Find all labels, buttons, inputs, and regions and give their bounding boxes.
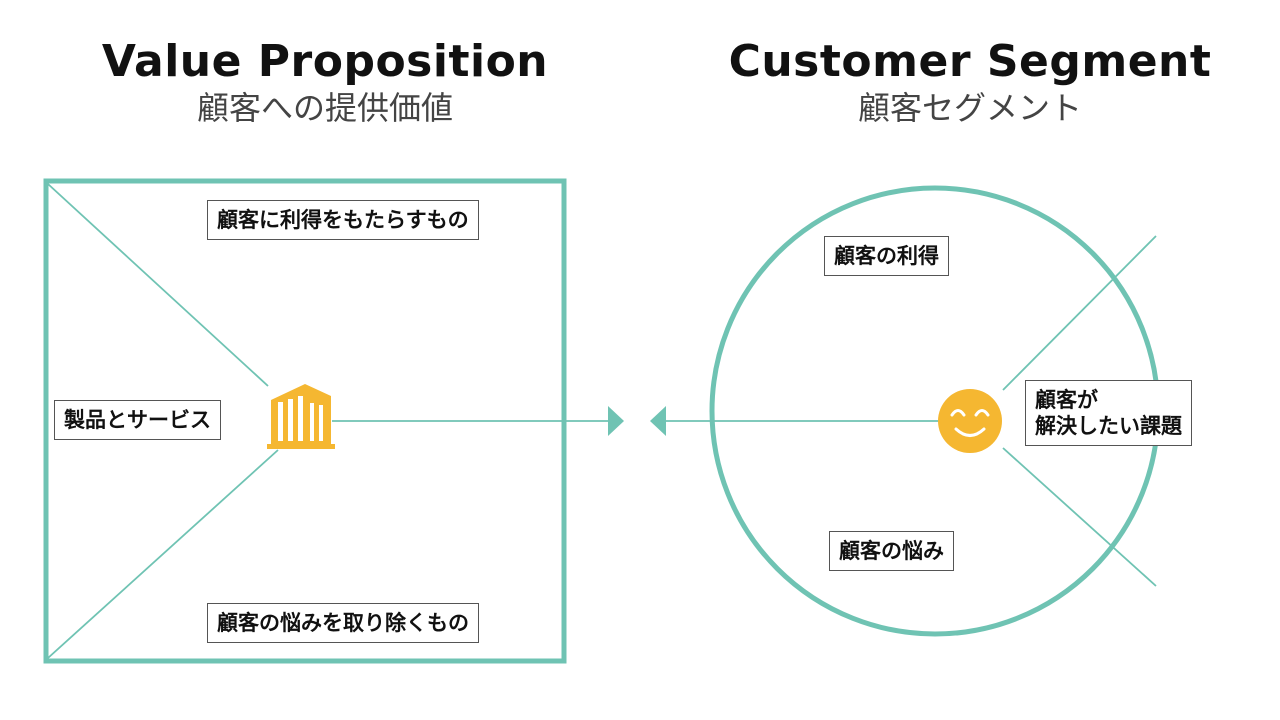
customer-segment-heading: Customer Segment 顧客セグメント [690, 36, 1250, 128]
customer-pains-label: 顧客の悩み [829, 531, 954, 571]
arrow-left-icon [650, 406, 666, 436]
customer-jobs-label: 顧客が 解決したい課題 [1025, 380, 1192, 446]
customer-gains-label: 顧客の利得 [824, 236, 949, 276]
building-icon [267, 384, 335, 449]
pain-relievers-label: 顧客の悩みを取り除くもの [207, 603, 479, 643]
customer-segment-title: Customer Segment [728, 36, 1212, 87]
value-proposition-title: Value Proposition [101, 36, 549, 87]
customer-jobs-line-1: 顧客が [1035, 388, 1098, 412]
gain-creators-label: 顧客に利得をもたらすもの [207, 200, 479, 240]
value-proposition-subtitle: 顧客への提供価値 [196, 89, 453, 127]
arrow-right-icon [608, 406, 624, 436]
customer-segment-subtitle: 顧客セグメント [857, 89, 1082, 127]
customer-jobs-line-2: 解決したい課題 [1035, 414, 1182, 438]
fit-connector [332, 406, 940, 436]
value-proposition-heading: Value Proposition 顧客への提供価値 [90, 36, 560, 128]
smiley-face-icon [938, 389, 1002, 453]
products-and-services-label: 製品とサービス [54, 400, 221, 440]
